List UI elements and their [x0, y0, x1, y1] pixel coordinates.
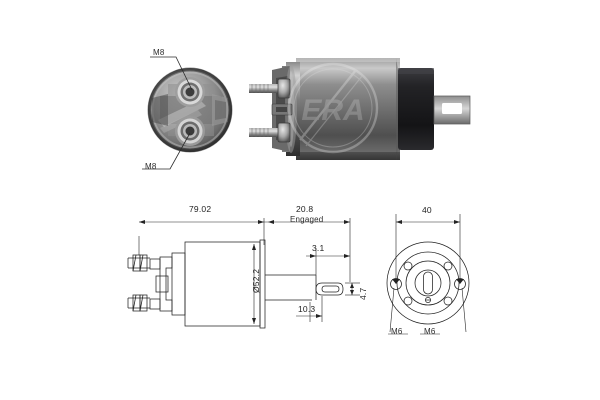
- svg-text:ERA: ERA: [301, 94, 364, 127]
- callout-m8-top: M8: [153, 48, 165, 57]
- dimension-plunger-offset: 10.3: [298, 304, 316, 314]
- dimension-plunger-thickness: 4.7: [358, 287, 368, 300]
- front-elevation-drawing: [386, 214, 470, 335]
- dimension-plunger-travel-note: Engaged: [290, 215, 324, 224]
- side-view-photo: ERA: [249, 58, 471, 160]
- dimension-body-diameter: Ø52.2: [251, 268, 261, 293]
- side-elevation-drawing: [127, 218, 360, 329]
- rear-view-callout-leaders: [142, 56, 193, 170]
- era-watermark: ERA: [287, 62, 379, 154]
- callout-m6-left: M6: [391, 327, 403, 336]
- rear-end-view-photo: [147, 67, 233, 153]
- dimension-mounting-hole-spacing: 40: [422, 205, 432, 215]
- dimension-plunger-travel: 20.8: [296, 204, 314, 214]
- callout-m8-bottom: M8: [145, 162, 157, 171]
- dimension-body-length: 79.02: [189, 204, 212, 214]
- callout-m6-right: M6: [424, 327, 436, 336]
- dimension-plunger-tip-width: 3.1: [312, 243, 325, 253]
